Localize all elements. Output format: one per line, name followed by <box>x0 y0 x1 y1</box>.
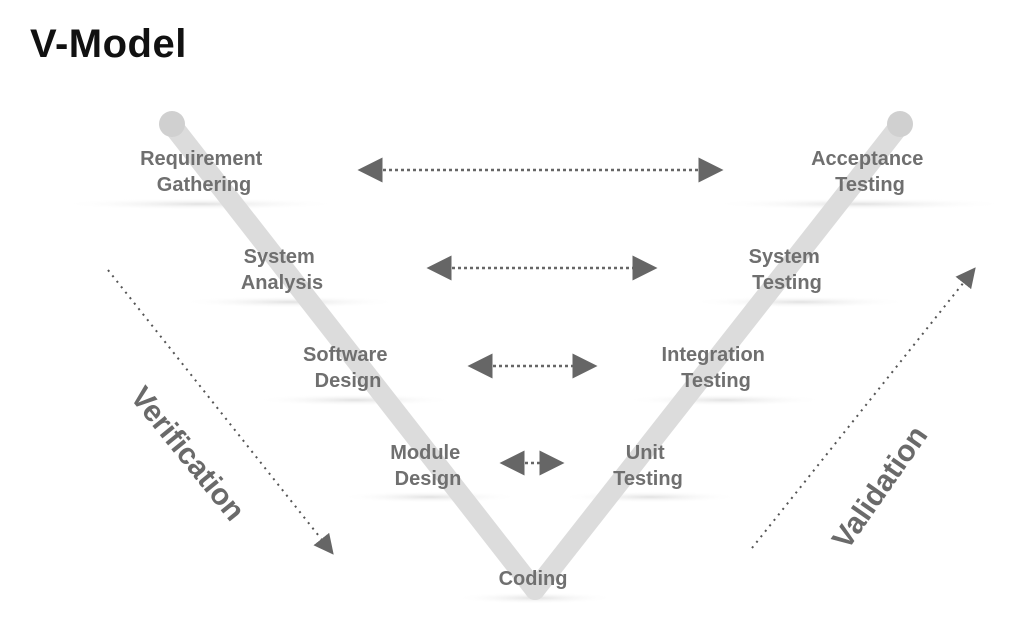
shelf-shadows <box>60 198 1010 604</box>
validation-arrow <box>751 267 976 549</box>
stage-unit-testing: Unit Testing <box>613 442 683 490</box>
side-arrows <box>107 267 976 555</box>
level-arrows <box>357 157 724 476</box>
verification-label: Verification <box>124 381 251 527</box>
stage-requirement-gathering: Requirement Gathering <box>140 148 268 196</box>
validation-label: Validation <box>826 420 934 555</box>
stage-system-analysis: System Analysis <box>241 246 323 294</box>
page-title: V-Model <box>30 22 187 66</box>
validation-stages: Acceptance Testing System Testing Integr… <box>613 148 929 490</box>
stage-acceptance-testing: Acceptance Testing <box>811 148 929 196</box>
verification-stages: Requirement Gathering System Analysis So… <box>140 148 466 490</box>
stage-software-design: Software Design <box>303 344 393 392</box>
stage-module-design: Module Design <box>390 442 466 490</box>
stage-system-testing: System Testing <box>749 246 826 294</box>
v-left-cap <box>159 111 185 137</box>
stage-coding: Coding <box>499 568 568 590</box>
stage-integration-testing: Integration Testing <box>662 344 771 392</box>
v-shape <box>159 111 913 600</box>
v-right-cap <box>887 111 913 137</box>
